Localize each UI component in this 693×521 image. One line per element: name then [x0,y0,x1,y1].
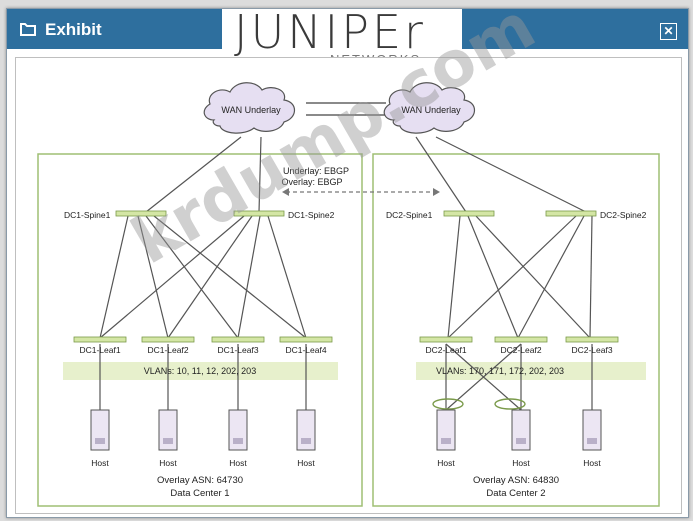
dc2-leaf2: DC2-Leaf2 [494,336,548,355]
dc2-boundary [372,153,660,507]
dc1-host-4-label: Host [297,458,315,468]
dc1-host-4: Host [296,409,316,468]
dc1-spine1-label: DC1-Spine1 [64,210,111,220]
dc1-asn: Overlay ASN: 64730 [157,475,243,486]
dc2-fabric-links [447,215,593,339]
lag-ellipse-1 [432,398,464,410]
dc2-spine1: DC2-Spine1 [386,210,495,220]
dc2-spine2: DC2-Spine2 [545,210,647,220]
leaf-host-links [99,343,593,411]
dc2-host-1: Host [436,409,456,468]
dc1-host-3: Host [228,409,248,468]
dc1-spine2: DC1-Spine2 [233,210,335,220]
dc2-spine2-label: DC2-Spine2 [600,210,647,220]
dc1-host-2-label: Host [159,458,177,468]
overlay-label: Overlay: EBGP [281,177,342,187]
dc1-host-3-label: Host [229,458,247,468]
dc2-host-1-label: Host [437,458,455,468]
logo-wordmark: JUNIPEr [234,5,426,59]
dc2-host-2-label: Host [512,458,530,468]
dc1-leaf1-label: DC1-Leaf1 [79,345,120,355]
dc1-host-1: Host [90,409,110,468]
wan-cloud-right: WAN Underlay [383,82,476,134]
dc2-host-3: Host [582,409,602,468]
wan-spine-links [145,136,587,213]
dc1-leaf1: DC1-Leaf1 [73,336,127,355]
dc2-spine1-label: DC2-Spine1 [386,210,433,220]
window-title: Exhibit [45,20,102,39]
exhibit-icon [20,23,36,36]
wan-right-label: WAN Underlay [401,105,461,115]
dc1-vlan-band [63,362,338,380]
dc2-leaf1-label: DC2-Leaf1 [425,345,466,355]
dc1-leaf3-label: DC1-Leaf3 [217,345,258,355]
network-diagram: Underlay: EBGP Overlay: EBGP WAN Underla… [37,82,660,507]
dc1-leaf2: DC1-Leaf2 [141,336,195,355]
underlay-label: Underlay: EBGP [283,166,349,176]
dc2-leaf3: DC2-Leaf3 [565,336,619,355]
dc1-host-2: Host [158,409,178,468]
dc2-leaf3-label: DC2-Leaf3 [571,345,612,355]
dc1-boundary [37,153,363,507]
dc1-leaf3: DC1-Leaf3 [211,336,265,355]
dc2-leaf2-label: DC2-Leaf2 [500,345,541,355]
dc1-vlans-label: VLANs: 10, 11, 12, 202, 203 [144,366,256,376]
dc2-leaf1: DC2-Leaf1 [419,336,473,355]
dc1-host-1-label: Host [91,458,109,468]
dc2-vlans-label: VLANs: 170, 171, 172, 202, 203 [436,366,564,376]
lag-ellipse-2 [494,398,526,410]
diagram-area: Underlay: EBGP Overlay: EBGP WAN Underla… [15,57,682,514]
dc1-leaf4: DC1-Leaf4 [279,336,333,355]
exhibit-window: Exhibit ✕ JUNIPEr NETWORKS [6,5,689,518]
dc1-leaf4-label: DC1-Leaf4 [285,345,326,355]
dc2-name: Data Center 2 [486,488,545,499]
dc1-spine1: DC1-Spine1 [64,210,167,220]
dc2-vlan-band [416,362,646,380]
close-button[interactable]: ✕ [660,23,677,40]
dc1-spine2-label: DC1-Spine2 [288,210,335,220]
dc1-name: Data Center 1 [170,488,229,499]
dc2-host-3-label: Host [583,458,601,468]
dc1-leaf2-label: DC1-Leaf2 [147,345,188,355]
dc2-host-2: Host [511,409,531,468]
dc2-asn: Overlay ASN: 64830 [473,475,559,486]
dc1-fabric-links [99,215,307,339]
wan-cloud-left: WAN Underlay [203,82,296,134]
wan-left-label: WAN Underlay [221,105,281,115]
